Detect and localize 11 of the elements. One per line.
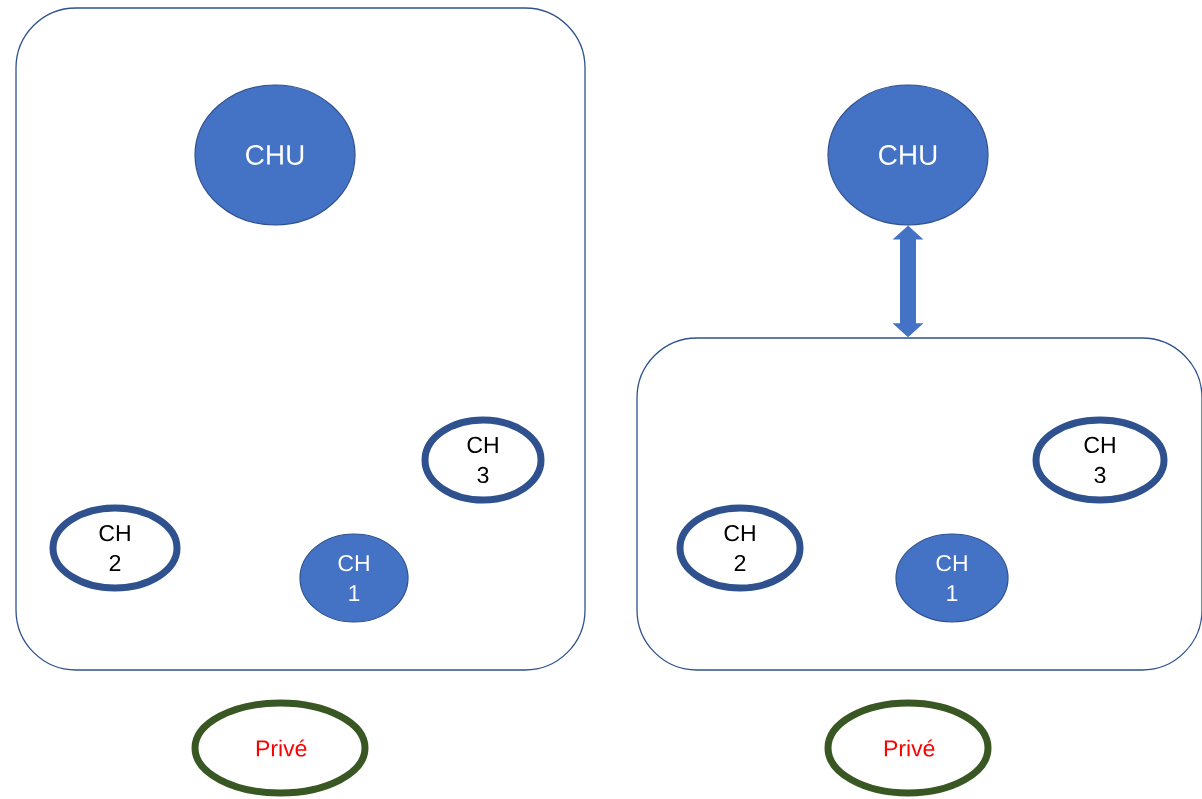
ellipse-node: CHU	[827, 84, 989, 226]
oval-node: Privé	[191, 699, 369, 797]
oval-node: Privé	[824, 699, 992, 797]
ellipse-node: CH 1	[299, 533, 409, 623]
ellipse-node: CHU	[194, 84, 356, 226]
ellipse-node: CH 3	[421, 416, 545, 504]
rounded-box	[15, 7, 586, 671]
ellipse-node: CH 2	[49, 504, 181, 592]
ellipse-node: CH 3	[1032, 416, 1168, 504]
ellipse-node: CH 1	[895, 533, 1009, 623]
ellipse-node: CH 2	[676, 504, 804, 592]
